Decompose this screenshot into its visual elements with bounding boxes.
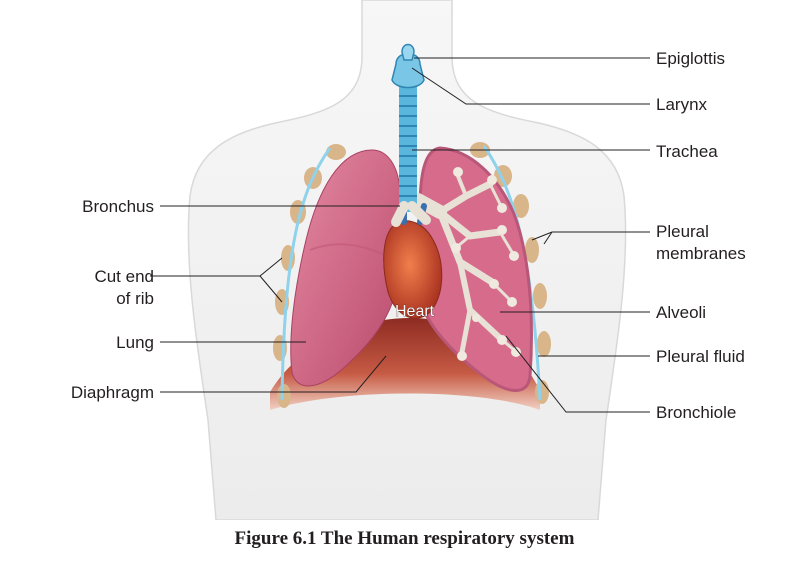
label-diaphragm: Diaphragm [71, 383, 154, 402]
label-cut-end-of-rib-line2: of rib [116, 289, 154, 308]
label-heart: Heart [395, 303, 435, 320]
label-bronchus: Bronchus [82, 197, 154, 216]
label-larynx: Larynx [656, 95, 708, 114]
label-pleural-membranes-line1: Pleural [656, 222, 709, 241]
label-lung: Lung [116, 333, 154, 352]
label-bronchiole: Bronchiole [656, 403, 736, 422]
label-cut-end-of-rib-line1: Cut end [94, 267, 154, 286]
heart-organ [383, 220, 443, 319]
label-epiglottis: Epiglottis [656, 49, 725, 68]
label-trachea: Trachea [656, 142, 718, 161]
alveoli-clusters [451, 167, 521, 361]
figure-caption: Figure 6.1 The Human respiratory system [234, 528, 575, 549]
leader-lines [150, 57, 650, 413]
trachea-rings [399, 95, 417, 197]
respiratory-diagram: Epiglottis Larynx Trachea Pleural membra… [71, 0, 746, 520]
label-alveoli: Alveoli [656, 303, 706, 322]
epiglottis-shape [401, 43, 415, 61]
label-pleural-membranes-line2: membranes [656, 244, 746, 263]
label-pleural-fluid: Pleural fluid [656, 347, 745, 366]
